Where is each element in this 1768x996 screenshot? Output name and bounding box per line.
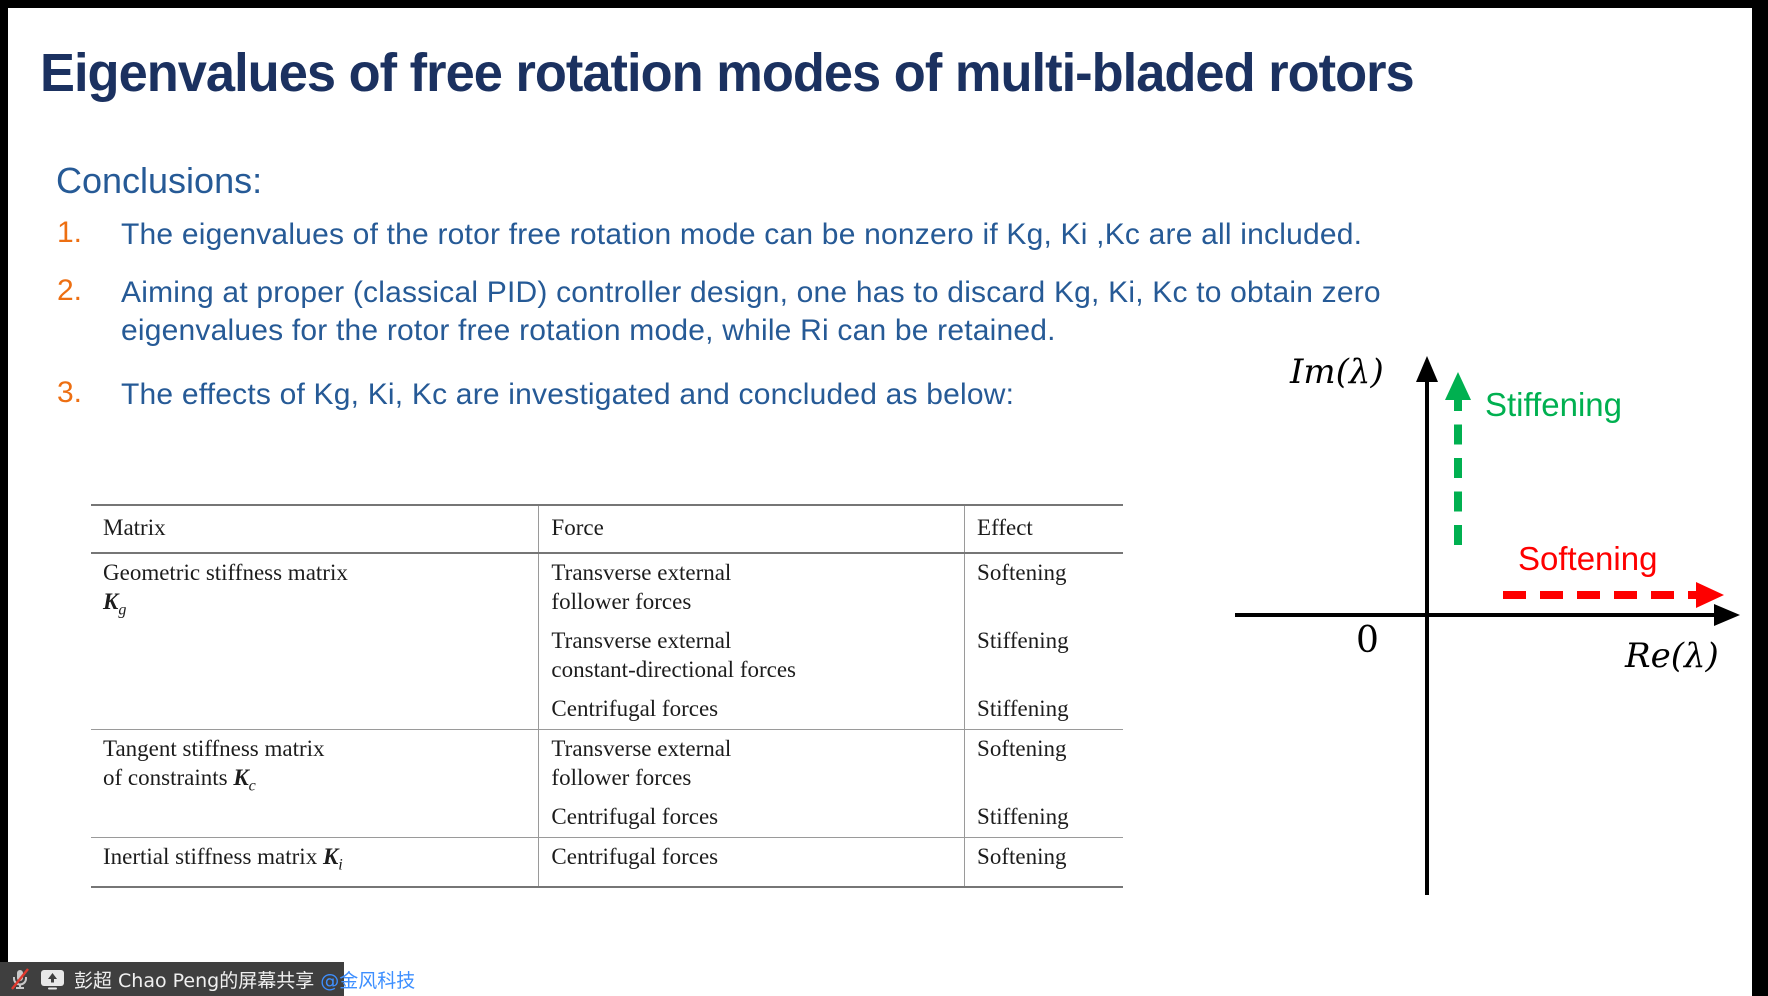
table-row: Inertial stiffness matrix Ki Centrifugal… [91, 836, 1123, 887]
list-number: 1. [57, 216, 83, 249]
effect-cell: Softening [964, 553, 1123, 622]
conclusions-heading: Conclusions: [56, 160, 263, 201]
table-row: Geometric stiffness matrix Kg Transverse… [91, 553, 1123, 622]
header-matrix: Matrix [91, 505, 539, 554]
force-cell: Centrifugal forces [538, 690, 965, 730]
im-axis-label: Im(λ) [1290, 352, 1384, 392]
matrix-symbol: K [233, 765, 249, 790]
matrix-symbol: K [103, 589, 119, 614]
axes-drawing [1235, 356, 1740, 895]
re-axis-label: Re(λ) [1625, 636, 1719, 676]
matrix-cell-kg: Geometric stiffness matrix Kg [103, 560, 348, 619]
table-row: Centrifugal forces Stiffening [91, 798, 1123, 838]
matrix-cell-kc: Tangent stiffness matrix of constraints … [91, 729, 539, 838]
origin-label: 0 [1356, 620, 1379, 661]
force-cell: Transverse external constant-directional… [538, 622, 965, 690]
softening-label: Softening [1518, 540, 1658, 577]
list-item-2: 2. Aiming at proper (classical PID) cont… [57, 274, 1381, 350]
share-bar-mention[interactable]: @金风科技 [320, 969, 416, 992]
slide-title: Eigenvalues of free rotation modes of mu… [40, 43, 1415, 103]
force-cell: Transverse external follower forces [538, 553, 965, 622]
share-bar-text: 彭超 Chao Peng的屏幕共享 @金风科技 [74, 969, 416, 992]
effects-table: Matrix Force Effect Geometric stiffness … [91, 504, 1123, 888]
table-header-row: Matrix Force Effect [91, 505, 1123, 554]
effect-cell: Stiffening [964, 798, 1123, 838]
effect-cell: Stiffening [964, 622, 1123, 690]
matrix-symbol: K [322, 844, 339, 869]
list-item-3: 3. The effects of Kg, Ki, Kc are investi… [57, 376, 1014, 414]
list-number: 3. [57, 376, 83, 409]
microphone-muted-icon [9, 967, 31, 991]
stiffening-label: Stiffening [1485, 386, 1622, 423]
screen-share-bar[interactable]: 彭超 Chao Peng的屏幕共享 @金风科技 [0, 962, 415, 996]
list-number: 2. [57, 274, 83, 307]
screen-share-icon [40, 968, 65, 990]
force-cell: Centrifugal forces [538, 836, 965, 887]
list-item-1: 1. The eigenvalues of the rotor free rot… [57, 216, 1362, 254]
force-cell: Centrifugal forces [538, 798, 965, 838]
list-item-text: The effects of Kg, Ki, Kc are investigat… [121, 378, 1015, 411]
force-cell: Transverse external follower forces [538, 729, 965, 798]
effect-cell: Stiffening [964, 690, 1123, 730]
table-row: Tangent stiffness matrix of constraints … [91, 729, 1123, 838]
effect-cell: Softening [964, 729, 1123, 798]
effect-cell: Softening [964, 836, 1123, 887]
header-force: Force [538, 505, 965, 554]
list-item-text: The eigenvalues of the rotor free rotati… [121, 218, 1363, 251]
matrix-cell-ki: Inertial stiffness matrix Ki [91, 836, 539, 887]
header-effect: Effect [964, 505, 1123, 554]
table-row: Centrifugal forces Stiffening [91, 690, 1123, 730]
eigenvalue-plane-diagram: Im(λ) Re(λ) 0 Stiffening Softening [1080, 340, 1760, 950]
slide: Eigenvalues of free rotation modes of mu… [8, 8, 1752, 996]
table-row: Transverse external constant-directional… [91, 622, 1123, 690]
list-item-text: Aiming at proper (classical PID) control… [121, 276, 1381, 347]
